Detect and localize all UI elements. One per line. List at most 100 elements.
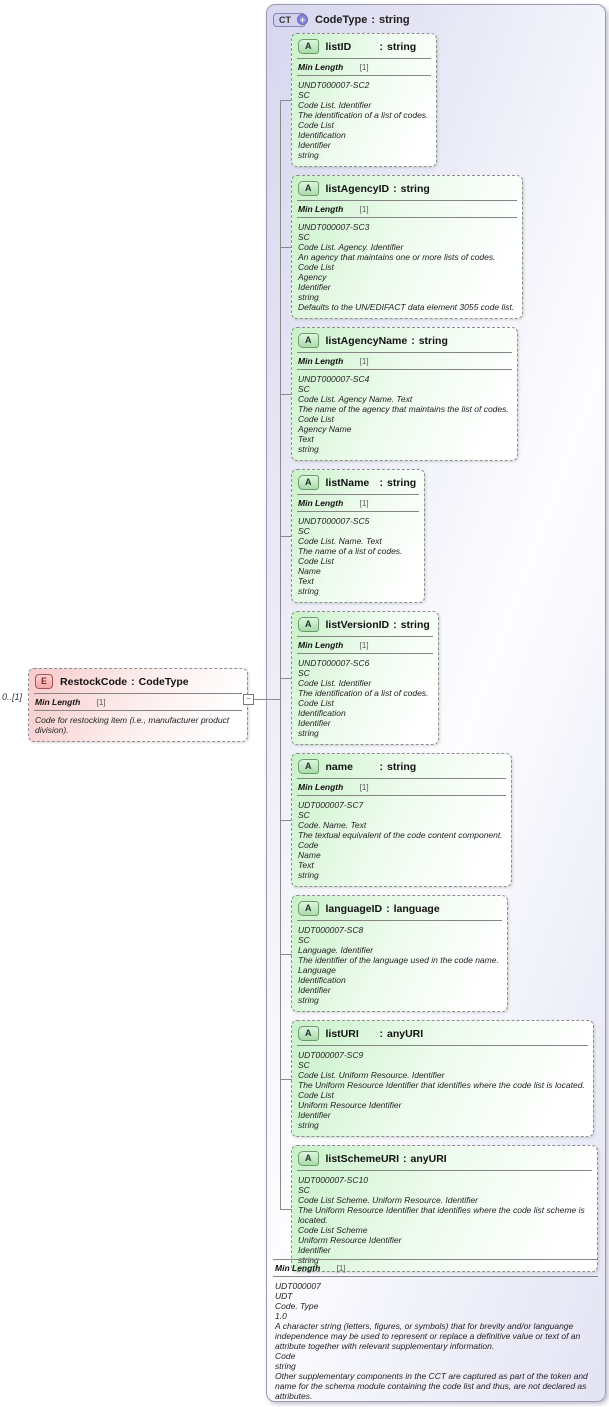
- attribute-box-listVersionID[interactable]: A listVersionID:string Min Length [1] UN…: [280, 611, 439, 745]
- separator-line: [297, 653, 433, 654]
- complextype-badge-text: CT: [279, 14, 291, 25]
- facet-value: [1]: [359, 499, 369, 508]
- codetype-name: CodeType: [315, 13, 368, 26]
- attribute-title: listID:string: [326, 41, 417, 53]
- title-separator: :: [131, 675, 135, 688]
- attribute-title: listURI:anyURI: [326, 1028, 424, 1040]
- attribute-name: listName: [325, 476, 370, 489]
- attribute-annotation: UNDT000007-SC4 SC Code List. Agency Name…: [298, 374, 509, 454]
- facet-value: [1]: [359, 205, 369, 214]
- attribute-type: string: [400, 618, 430, 631]
- codetype-base-type: string: [379, 13, 410, 26]
- attribute-list: A listID:string Min Length [1] UNDT00000…: [267, 29, 605, 1272]
- facet-label: Min Length: [298, 498, 344, 508]
- attribute-title: listAgencyID:string: [326, 183, 430, 195]
- title-separator: :: [379, 476, 384, 489]
- attribute-name: languageID: [325, 902, 383, 915]
- attribute-name: listAgencyID: [325, 182, 390, 195]
- attribute-box-listAgencyID[interactable]: A listAgencyID:string Min Length [1] UND…: [279, 175, 524, 319]
- separator-line: [297, 352, 512, 353]
- title-separator: :: [371, 13, 376, 26]
- element-annotation: Code for restocking item (i.e., manufact…: [35, 715, 230, 735]
- element-name: RestockCode: [60, 675, 128, 688]
- attribute-title: listVersionID:string: [326, 619, 430, 631]
- attribute-name: listVersionID: [325, 618, 390, 631]
- attribute-annotation: UDT000007-SC10 SC Code List Scheme. Unif…: [298, 1175, 585, 1265]
- attribute-title-row: A listAgencyName:string: [292, 328, 517, 352]
- separator-line: [34, 710, 242, 711]
- codetype-facet-row: Min Length [1]: [273, 1260, 598, 1276]
- attribute-box-name[interactable]: A name:string Min Length [1] UDT000007-S…: [280, 753, 512, 887]
- separator-line: [34, 693, 242, 694]
- attribute-box-listAgencyName[interactable]: A listAgencyName:string Min Length [1] U…: [280, 327, 518, 461]
- attr-facet-wrap: Min Length [1]: [292, 201, 522, 218]
- facet-value: [1]: [96, 698, 106, 707]
- element-title-row: E RestockCode:CodeType: [29, 669, 247, 693]
- attribute-badge-icon: A: [298, 181, 319, 196]
- attribute-title-row: A languageID:language: [292, 896, 507, 920]
- attribute-title: listSchemeURI:anyURI: [326, 1153, 447, 1165]
- collapse-handle-icon[interactable]: −: [243, 694, 254, 705]
- title-separator: :: [379, 40, 384, 53]
- separator-line: [297, 1045, 588, 1046]
- attribute-title-row: A listAgencyID:string: [292, 176, 522, 200]
- facet-label: Min Length: [298, 356, 344, 366]
- attribute-title-row: A listName:string: [292, 470, 424, 494]
- facet-value: [1]: [359, 641, 369, 650]
- attribute-box-listURI[interactable]: A listURI:anyURI UDT000007-SC9 SC Code L…: [280, 1020, 594, 1137]
- facet-value: [1]: [359, 357, 369, 366]
- attribute-title: listName:string: [326, 477, 417, 489]
- attribute-type: string: [387, 760, 417, 773]
- element-facet-row: Min Length [1]: [29, 694, 247, 710]
- complextype-badge-icon: CT +: [273, 12, 308, 27]
- expand-icon[interactable]: +: [297, 13, 308, 25]
- attribute-annotation: UNDT000007-SC3 SC Code List. Agency. Ide…: [298, 222, 515, 312]
- attribute-type: string: [387, 40, 417, 53]
- attribute-annotation: UDT000007-SC8 SC Language. Identifier Th…: [298, 925, 499, 1005]
- attr-facet-wrap: Min Length [1]: [292, 637, 438, 654]
- attribute-type: string: [400, 182, 430, 195]
- attribute-annotation: UNDT000007-SC6 SC Code List. Identifier …: [298, 658, 429, 738]
- attribute-title-row: A listID:string: [292, 34, 436, 58]
- element-badge-icon: E: [35, 674, 54, 689]
- attribute-name: name: [325, 760, 353, 773]
- attr-facet-row: Min Length [1]: [292, 637, 438, 653]
- title-separator: :: [393, 182, 397, 195]
- attribute-annotation: UDT000007-SC9 SC Code List. Uniform Reso…: [298, 1050, 585, 1130]
- title-separator: :: [379, 760, 384, 773]
- attribute-badge-icon: A: [298, 475, 319, 490]
- attribute-box-listSchemeURI[interactable]: A listSchemeURI:anyURI UDT000007-SC10 SC…: [280, 1145, 598, 1272]
- attr-facet-row: Min Length [1]: [292, 779, 511, 795]
- attribute-box-listName[interactable]: A listName:string Min Length [1] UNDT000…: [279, 469, 426, 603]
- attribute-title-row: A listSchemeURI:anyURI: [292, 1146, 597, 1170]
- attribute-title-row: A listURI:anyURI: [292, 1021, 593, 1045]
- attr-facet-row: Min Length [1]: [292, 353, 517, 369]
- facet-value: [1]: [359, 63, 369, 72]
- attribute-name: listID: [325, 40, 352, 53]
- attribute-type: string: [418, 334, 448, 347]
- element-box-RestockCode[interactable]: E RestockCode:CodeType Min Length [1] Co…: [28, 668, 248, 742]
- multiplicity-label: 0..[1]: [2, 692, 23, 702]
- attribute-box-languageID[interactable]: A languageID:language UDT000007-SC8 SC L…: [280, 895, 508, 1012]
- facet-label: Min Length: [35, 697, 81, 707]
- attr-facet-row: Min Length [1]: [292, 201, 522, 217]
- attribute-badge-icon: A: [298, 333, 319, 348]
- facet-label: Min Length: [298, 62, 344, 72]
- separator-line: [297, 75, 432, 76]
- attribute-badge-icon: A: [298, 617, 319, 632]
- title-separator: :: [411, 334, 415, 347]
- element-type: CodeType: [138, 675, 189, 688]
- attribute-type: anyURI: [410, 1152, 447, 1165]
- attribute-box-listID[interactable]: A listID:string Min Length [1] UNDT00000…: [279, 33, 438, 167]
- attribute-name: listSchemeURI: [325, 1152, 400, 1165]
- facet-label: Min Length: [298, 782, 344, 792]
- connector-line: [246, 699, 280, 700]
- connector-trunk: [280, 100, 281, 1209]
- separator-line: [297, 494, 420, 495]
- separator-line: [297, 58, 432, 59]
- codetype-container[interactable]: CT+ CodeType:string A listID:string Min …: [266, 4, 606, 1402]
- attr-facet-wrap: Min Length [1]: [292, 59, 436, 76]
- facet-value: [1]: [359, 783, 369, 792]
- separator-line: [273, 1259, 598, 1260]
- attr-facet-row: Min Length [1]: [292, 495, 424, 511]
